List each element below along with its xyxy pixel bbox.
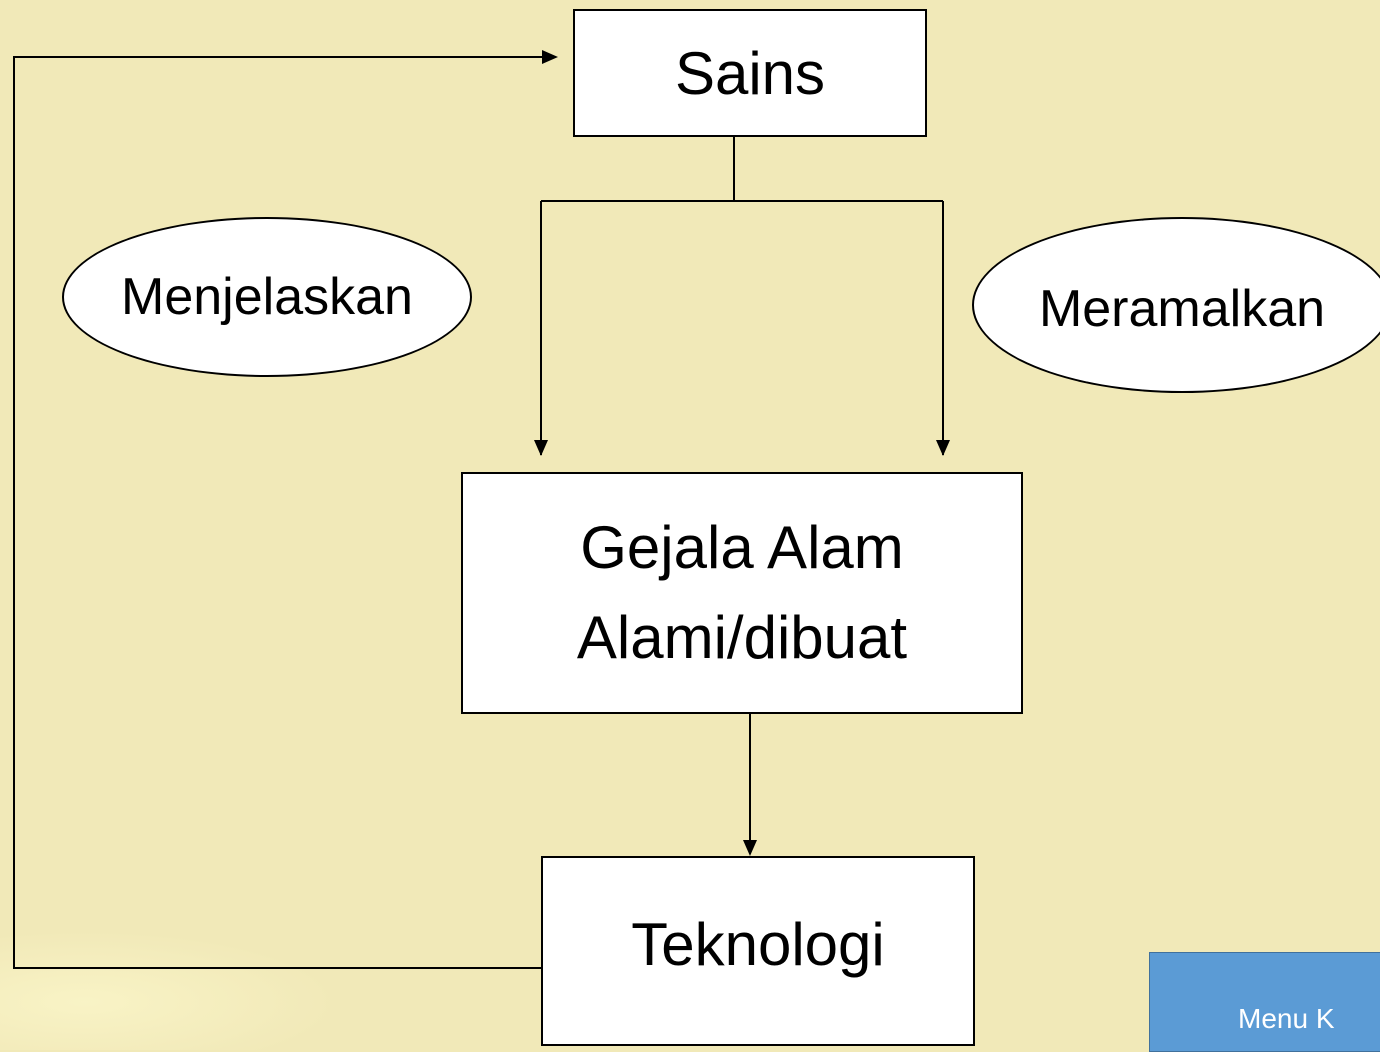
node-sains-label: Sains xyxy=(674,39,826,107)
node-gejala-line2: Alami/dibuat xyxy=(576,604,908,671)
node-teknologi: Teknologi xyxy=(541,856,975,1046)
menu-button[interactable]: Menu K xyxy=(1149,952,1380,1052)
label-meramalkan: Meramalkan xyxy=(972,217,1380,393)
arrowhead-sains xyxy=(542,50,558,64)
node-sains: Sains xyxy=(573,9,927,137)
arrowhead-right xyxy=(936,440,950,456)
arrowhead-left xyxy=(534,440,548,456)
node-teknologi-label: Teknologi xyxy=(631,911,885,978)
label-menjelaskan: Menjelaskan xyxy=(62,217,472,377)
node-gejala-alam: Gejala Alam Alami/dibuat xyxy=(461,472,1023,714)
feedback-loop-line xyxy=(13,56,548,969)
node-gejala-line1: Gejala Alam xyxy=(580,514,904,581)
label-meramalkan-text: Meramalkan xyxy=(1038,280,1326,338)
arrowhead-teknologi xyxy=(743,840,757,856)
diagram-connectors xyxy=(13,50,950,969)
label-menjelaskan-text: Menjelaskan xyxy=(121,268,413,326)
menu-button-label: Menu K xyxy=(1238,1003,1335,1034)
